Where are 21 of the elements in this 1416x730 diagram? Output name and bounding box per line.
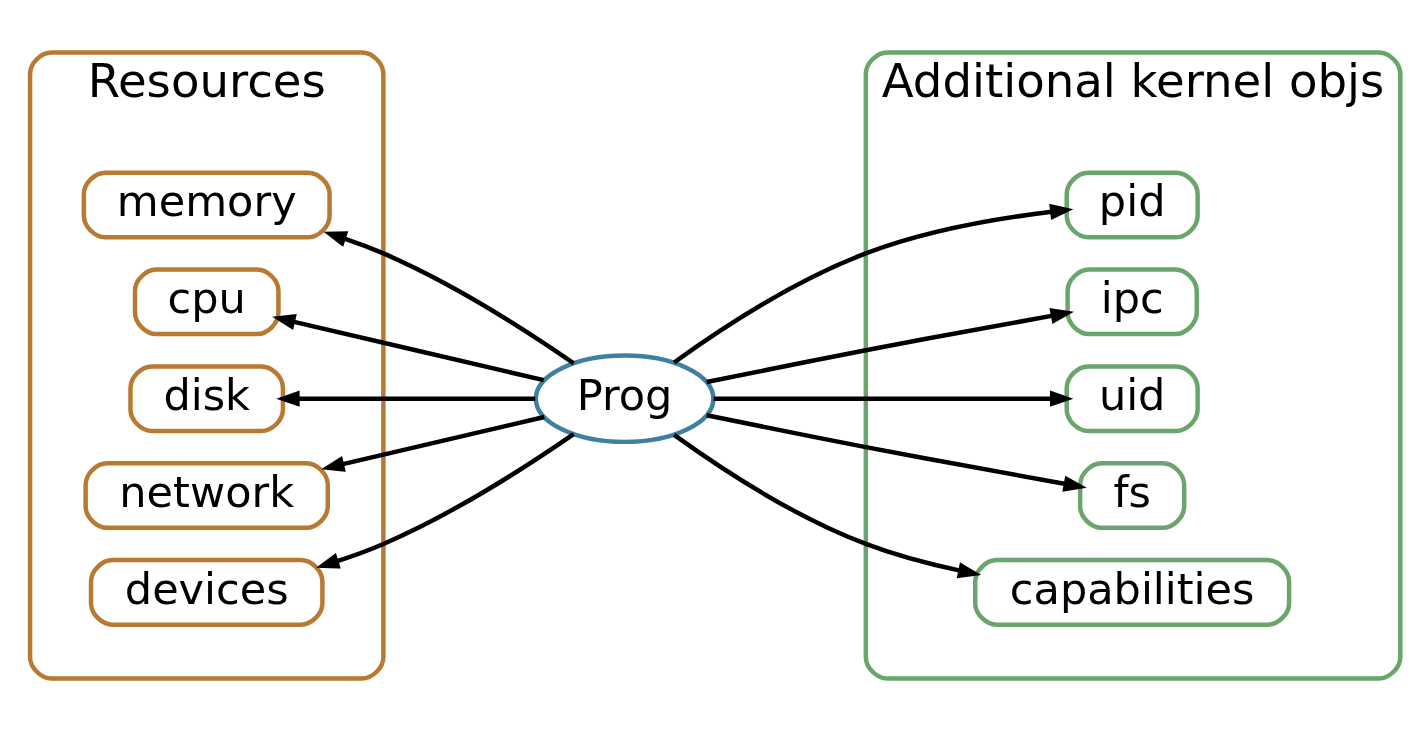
node-box: fs	[1077, 460, 1187, 530]
arrow	[321, 414, 545, 472]
arrow	[713, 390, 1074, 407]
node-ellipse: Prog	[533, 352, 716, 444]
node-box: ipc	[1065, 266, 1199, 336]
node-box: pid	[1064, 169, 1200, 239]
arrow	[316, 431, 575, 569]
node-box: network	[83, 460, 330, 530]
node-box: capabilities	[973, 557, 1292, 627]
node-box: uid	[1064, 363, 1200, 433]
arrow	[323, 230, 575, 365]
node-box: memory	[81, 169, 332, 239]
arrow	[706, 412, 1087, 492]
node-box: disk	[128, 363, 286, 433]
arrow	[706, 307, 1074, 384]
arrow	[672, 203, 1074, 364]
arrow	[276, 390, 536, 407]
node-box: cpu	[132, 266, 281, 336]
arrow	[672, 432, 982, 578]
arrow	[272, 313, 545, 382]
node-box: devices	[88, 557, 325, 627]
